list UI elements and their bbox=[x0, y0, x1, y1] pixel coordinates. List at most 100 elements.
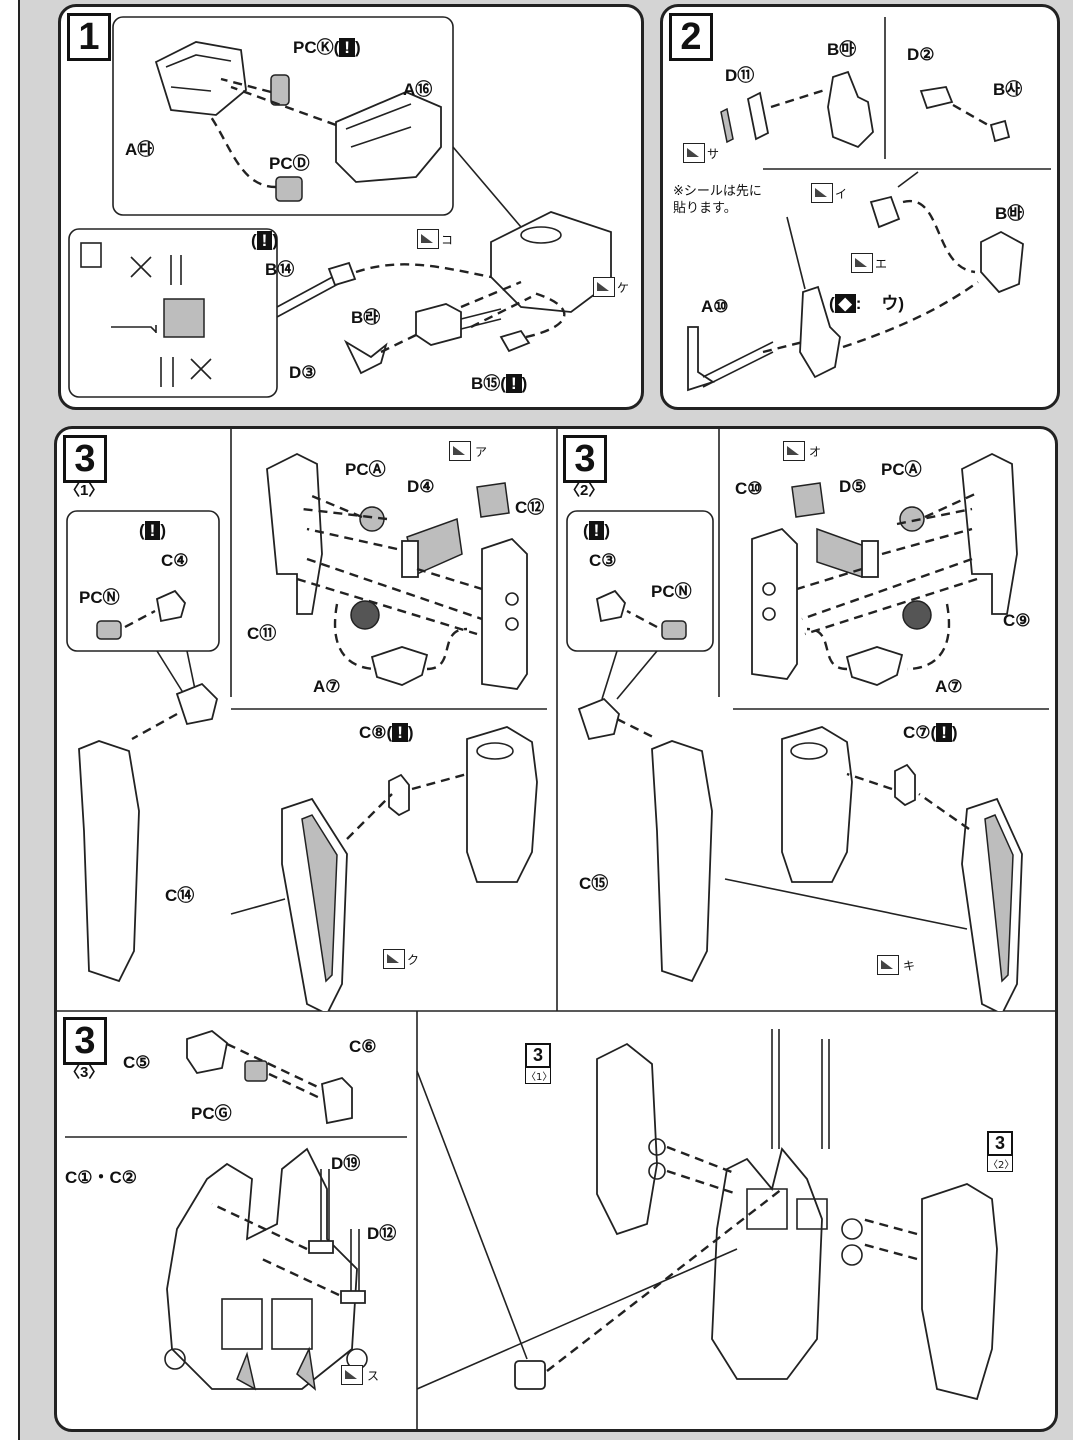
sticker-ke: ケ bbox=[617, 281, 630, 295]
part-d13 bbox=[308, 1240, 334, 1254]
part-c3-assembled bbox=[577, 697, 620, 741]
part-b15 bbox=[499, 329, 531, 353]
part-a7 bbox=[370, 646, 429, 686]
step-3-2-sub: 〈2〉 bbox=[565, 482, 604, 499]
sticker-icon bbox=[783, 441, 805, 461]
step-3-dividers bbox=[57, 429, 1055, 1429]
part-d12 bbox=[340, 1290, 366, 1304]
label-a25: A⑯ bbox=[403, 80, 433, 99]
sticker-icon bbox=[383, 949, 405, 969]
label-a7-2: A⑦ bbox=[935, 677, 963, 696]
label-b28: B㉳ bbox=[995, 204, 1025, 223]
part-pc-g bbox=[244, 1060, 268, 1082]
step-1-panel: 1 bbox=[58, 4, 644, 410]
label-caution-b14: (!) bbox=[251, 231, 279, 250]
label-d13: D⑲ bbox=[331, 1154, 361, 1173]
part-c7 bbox=[894, 763, 916, 807]
sticker-i: イ bbox=[835, 187, 848, 201]
part-c15 bbox=[651, 740, 713, 983]
part-c5-assembled bbox=[514, 1360, 546, 1390]
part-a7-2 bbox=[845, 646, 904, 686]
label-pc-d: PCⒹ bbox=[269, 154, 310, 173]
part-a25 bbox=[335, 91, 442, 183]
main-head-assembly bbox=[490, 211, 612, 313]
label-c1-c2: C①・C② bbox=[65, 1168, 138, 1187]
part-a10 bbox=[687, 326, 716, 392]
label-pc-a: PCⒶ bbox=[345, 460, 386, 479]
label-c6: C⑥ bbox=[349, 1037, 377, 1056]
part-c9 bbox=[961, 452, 1018, 615]
sticker-ku: ク bbox=[407, 953, 420, 967]
sticker-o: オ bbox=[809, 445, 822, 459]
step-3-1-sub: 〈1〉 bbox=[65, 482, 104, 499]
label-flip-sticker: (◆:ウ) bbox=[829, 294, 905, 313]
sticker-icon bbox=[449, 441, 471, 461]
sticker-icon bbox=[593, 277, 615, 297]
part-c3 bbox=[595, 589, 626, 623]
assembly-direction-icon bbox=[350, 600, 380, 630]
part-thruster-2 bbox=[781, 726, 853, 883]
sticker-ki: キ bbox=[903, 959, 916, 973]
part-b29 bbox=[989, 119, 1011, 143]
label-c12: C⑫ bbox=[515, 498, 545, 517]
part-c1-c2 bbox=[166, 1147, 358, 1390]
label-c9: C⑨ bbox=[1003, 611, 1031, 630]
step-3-3-diagram bbox=[164, 1029, 998, 1401]
sticker-note: ※シールは先に貼ります。 bbox=[673, 184, 762, 216]
label-a10: A⑩ bbox=[701, 297, 729, 316]
sticker-icon bbox=[341, 1365, 363, 1385]
part-pc-n-2 bbox=[661, 620, 687, 640]
part-a24 bbox=[154, 41, 247, 116]
sticker-ko: コ bbox=[441, 233, 454, 247]
part-c6 bbox=[321, 1076, 353, 1125]
ref-step-3-2: 3 〈2〉 bbox=[987, 1131, 1015, 1172]
sticker-su: ス bbox=[367, 1369, 380, 1383]
part-c4-assembled bbox=[175, 682, 218, 726]
part-d2 bbox=[919, 85, 954, 110]
label-d12: D⑫ bbox=[367, 1224, 397, 1243]
part-thruster-1 bbox=[466, 726, 538, 883]
left-margin-strip bbox=[0, 0, 20, 1440]
label-c11: C⑪ bbox=[247, 624, 277, 643]
part-pc-k bbox=[270, 74, 290, 106]
step-2-panel: 2 B㉲ D⑪ D② B㉴ B㉳ A⑩ ※シールは先に貼ります。 サ イ エ bbox=[660, 4, 1060, 410]
step-3-panel: 3 〈1〉 bbox=[54, 426, 1058, 1432]
part-d3 bbox=[343, 339, 388, 375]
label-d11: D⑪ bbox=[725, 66, 755, 85]
label-b34: B㉱ bbox=[351, 308, 381, 327]
label-a24: A㉰ bbox=[125, 140, 155, 159]
part-pc-n bbox=[96, 620, 122, 640]
part-b27 bbox=[827, 70, 874, 149]
step-1-number: 1 bbox=[67, 13, 111, 61]
part-sticker-target bbox=[869, 195, 901, 229]
label-c4: C④ bbox=[161, 551, 189, 570]
part-d11 bbox=[746, 91, 770, 141]
label-c5: C⑤ bbox=[123, 1053, 151, 1072]
sticker-a: ア bbox=[475, 445, 488, 459]
part-c14 bbox=[78, 740, 140, 983]
assembly-direction-icon bbox=[902, 600, 932, 630]
part-c12 bbox=[481, 537, 528, 690]
label-pc-g: PCⒼ bbox=[191, 1104, 232, 1123]
part-assembly-3-1 bbox=[596, 1042, 658, 1236]
label-c7: C⑦(!) bbox=[903, 723, 958, 742]
tool-box bbox=[68, 228, 278, 398]
step-2-diagram bbox=[687, 17, 1051, 392]
label-pc-n: PCⓃ bbox=[79, 588, 120, 607]
label-d5: D⑤ bbox=[839, 477, 867, 496]
label-pc-n-2: PCⓃ bbox=[651, 582, 692, 601]
sticker-icon bbox=[417, 229, 439, 249]
step-2-number: 2 bbox=[669, 13, 713, 61]
step-3-1-number: 3 bbox=[63, 435, 107, 483]
step-3-2-diagram bbox=[566, 452, 1023, 1011]
part-c4 bbox=[155, 589, 186, 623]
part-c11 bbox=[266, 452, 323, 615]
step-1-diagram bbox=[68, 16, 612, 398]
label-pc-k: PCⓀ(!) bbox=[293, 38, 361, 57]
part-pc-a-2 bbox=[899, 506, 925, 532]
label-caution-c3: (!) bbox=[583, 521, 611, 540]
step-3-1-diagram bbox=[66, 452, 538, 1011]
part-b14 bbox=[327, 261, 357, 287]
ref-step-3-1: 3 〈1〉 bbox=[525, 1043, 553, 1084]
step-3-2-number: 3 bbox=[563, 435, 607, 483]
